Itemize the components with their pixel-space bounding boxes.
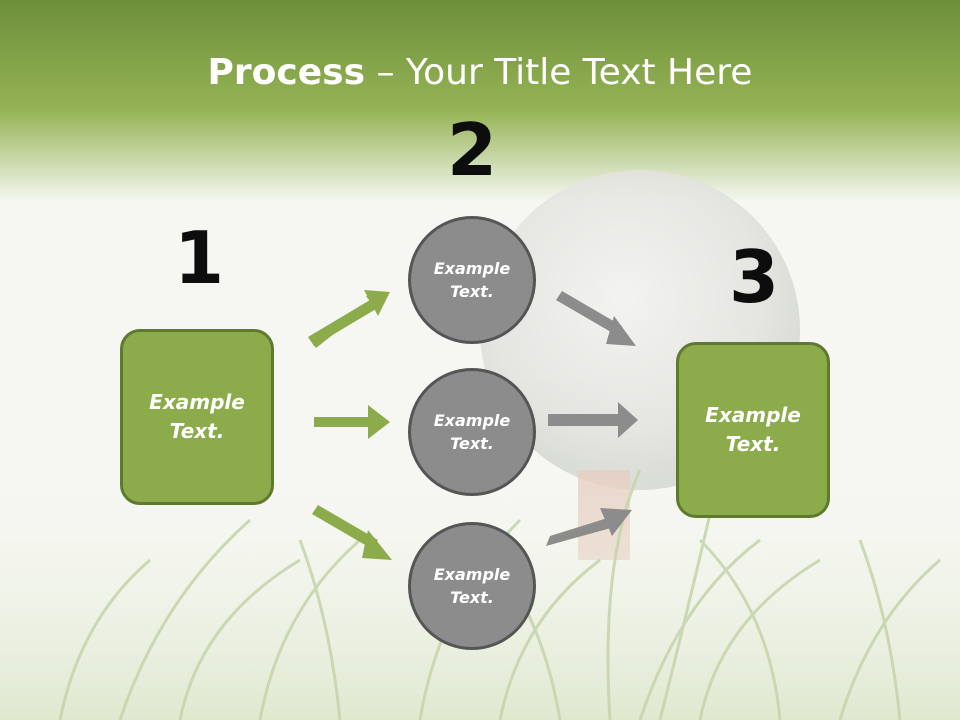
title-bold: Process bbox=[207, 52, 366, 93]
title-rest: – Your Title Text Here bbox=[365, 52, 753, 93]
arrow-step1-to-middle bbox=[314, 405, 390, 439]
step-1-text: Example Text. bbox=[149, 390, 245, 443]
arrow-top-to-step3 bbox=[556, 291, 636, 346]
step-1-box: Example Text. bbox=[120, 329, 274, 505]
step-2-circle-bottom-text: Example Text. bbox=[433, 565, 511, 607]
step-2-circle-bottom: Example Text. bbox=[408, 522, 536, 650]
arrow-step1-to-top bbox=[308, 290, 390, 348]
step-number-1: 1 bbox=[173, 216, 225, 300]
step-number-2: 2 bbox=[446, 108, 498, 192]
slide-title: Process – Your Title Text Here bbox=[0, 52, 960, 93]
arrow-step1-to-bottom bbox=[312, 505, 392, 560]
step-3-text: Example Text. bbox=[705, 403, 801, 456]
step-2-circle-top: Example Text. bbox=[408, 216, 536, 344]
step-3-box: Example Text. bbox=[676, 342, 830, 518]
step-2-circle-middle-text: Example Text. bbox=[433, 411, 511, 453]
step-2-circle-top-text: Example Text. bbox=[433, 259, 511, 301]
arrow-middle-to-step3 bbox=[548, 402, 638, 438]
step-number-3: 3 bbox=[728, 235, 780, 319]
arrow-bottom-to-step3 bbox=[546, 508, 632, 546]
step-2-circle-middle: Example Text. bbox=[408, 368, 536, 496]
